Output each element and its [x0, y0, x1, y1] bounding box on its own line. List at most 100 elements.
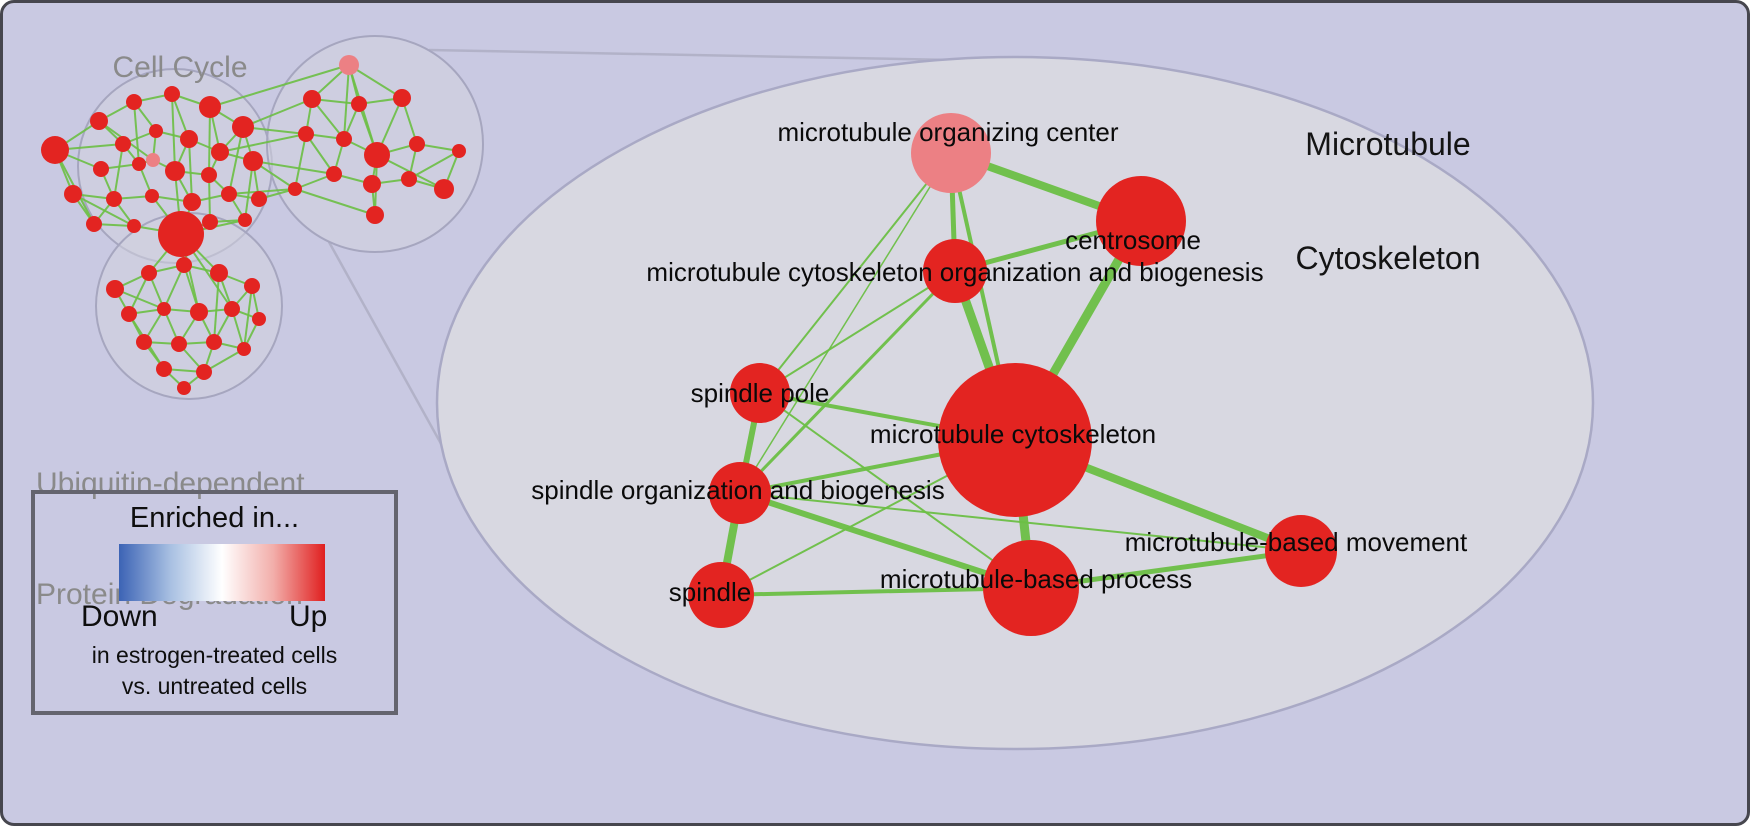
overview-node: [211, 143, 229, 161]
overview-node: [336, 131, 352, 147]
detail-node: [709, 462, 771, 524]
detail-node: [730, 363, 790, 423]
overview-node: [121, 306, 137, 322]
overview-edge: [294, 133, 307, 190]
detail-node: [983, 540, 1079, 636]
overview-node: [393, 89, 411, 107]
overview-node: [149, 124, 163, 138]
overview-node: [157, 302, 171, 316]
detail-edge: [759, 392, 1032, 589]
overview-node: [351, 96, 367, 112]
overview-node: [364, 142, 390, 168]
microtubule-cytoskeleton-title-line1: Microtubule: [1305, 126, 1471, 162]
detail-node-label: microtubule cytoskeleton: [870, 419, 1156, 449]
detail-edge: [739, 152, 952, 494]
detail-network-nodes: [688, 113, 1337, 636]
overview-node: [244, 278, 260, 294]
overview-node: [452, 144, 466, 158]
zoom-cone-upper-line: [428, 48, 954, 62]
overview-edge: [348, 64, 403, 99]
detail-node-label: spindle organization and biogenesis: [531, 475, 944, 505]
overview-node: [177, 381, 191, 395]
overview-node: [221, 186, 237, 202]
overview-node: [93, 161, 109, 177]
overview-node: [146, 153, 160, 167]
overview-node: [366, 206, 384, 224]
legend-caption-line2: vs. untreated cells: [121, 673, 308, 699]
overview-node: [180, 130, 198, 148]
detail-node: [688, 562, 754, 628]
microtubule-cytoskeleton-title-line2: Cytoskeleton: [1295, 240, 1481, 276]
detail-network-labels: microtubule organizing centercentrosomem…: [531, 117, 1468, 607]
overview-edge: [228, 126, 244, 195]
overview-node: [224, 301, 240, 317]
overview-node: [90, 112, 108, 130]
overview-edge: [242, 98, 313, 128]
overview-node: [127, 219, 141, 233]
overview-node: [183, 193, 201, 211]
legend-caption-line1: in estrogen-treated cells: [91, 642, 338, 668]
overview-edge: [252, 160, 335, 175]
overview-node: [41, 136, 69, 164]
overview-node: [210, 264, 228, 282]
overview-edge: [213, 272, 220, 343]
overview-node: [141, 265, 157, 281]
overview-edge: [163, 264, 185, 310]
overview-edge: [294, 188, 376, 216]
overview-edge: [72, 193, 135, 227]
overview-node: [158, 211, 204, 257]
overview-node: [237, 342, 251, 356]
overview-node: [165, 161, 185, 181]
detail-edge: [738, 269, 957, 495]
overview-node: [136, 334, 152, 350]
detail-node-label: spindle pole: [691, 378, 830, 408]
overview-edge: [228, 188, 296, 195]
overview-node: [434, 179, 454, 199]
enrichment-legend: Enriched in... Down Up in estrogen-treat…: [31, 490, 398, 715]
overview-node: [303, 90, 321, 108]
detail-node-label: microtubule-based process: [880, 564, 1192, 594]
overview-node: [339, 55, 359, 75]
overview-edge: [171, 93, 176, 172]
overview-node: [106, 191, 122, 207]
detail-edge: [739, 492, 1302, 552]
overview-node: [401, 171, 417, 187]
overview-node: [288, 182, 302, 196]
ubiquitin-cluster-label-line1: Ubiquitin-dependent: [36, 467, 305, 500]
legend-title: Enriched in...: [129, 502, 300, 534]
detail-edge: [720, 586, 1032, 597]
detail-node: [923, 239, 987, 303]
overview-edge: [408, 150, 460, 180]
overview-edge: [133, 101, 140, 165]
overview-edge: [305, 133, 335, 175]
overview-node: [126, 94, 142, 110]
overview-node: [190, 303, 208, 321]
detail-node: [1096, 176, 1186, 266]
overview-node: [243, 151, 263, 171]
overview-edge: [208, 106, 211, 176]
overview-network: [41, 35, 484, 400]
legend-up-label: Up: [289, 600, 328, 633]
overview-edge: [219, 133, 307, 153]
overview-node: [199, 96, 221, 118]
detail-node: [938, 363, 1092, 517]
microtubule-cytoskeleton-title: Microtubule Cytoskeleton: [1296, 49, 1481, 353]
cell-cycle-cluster-label: Cell Cycle: [112, 51, 248, 84]
overview-node: [164, 86, 180, 102]
overview-edge: [209, 64, 350, 108]
overview-edge: [188, 138, 193, 203]
overview-node: [202, 214, 218, 230]
detail-node-label: microtubule organizing center: [777, 117, 1118, 147]
overview-node: [298, 126, 314, 142]
detail-edge: [759, 152, 952, 394]
legend-down-label: Down: [81, 600, 158, 633]
overview-node: [363, 175, 381, 193]
detail-node: [911, 113, 991, 193]
overview-node: [176, 257, 192, 273]
overview-node: [252, 312, 266, 326]
overview-node: [326, 166, 342, 182]
overview-node: [156, 361, 172, 377]
detail-node: [1265, 515, 1337, 587]
enrichment-gradient-bar: [119, 544, 325, 601]
overview-node: [86, 216, 102, 232]
